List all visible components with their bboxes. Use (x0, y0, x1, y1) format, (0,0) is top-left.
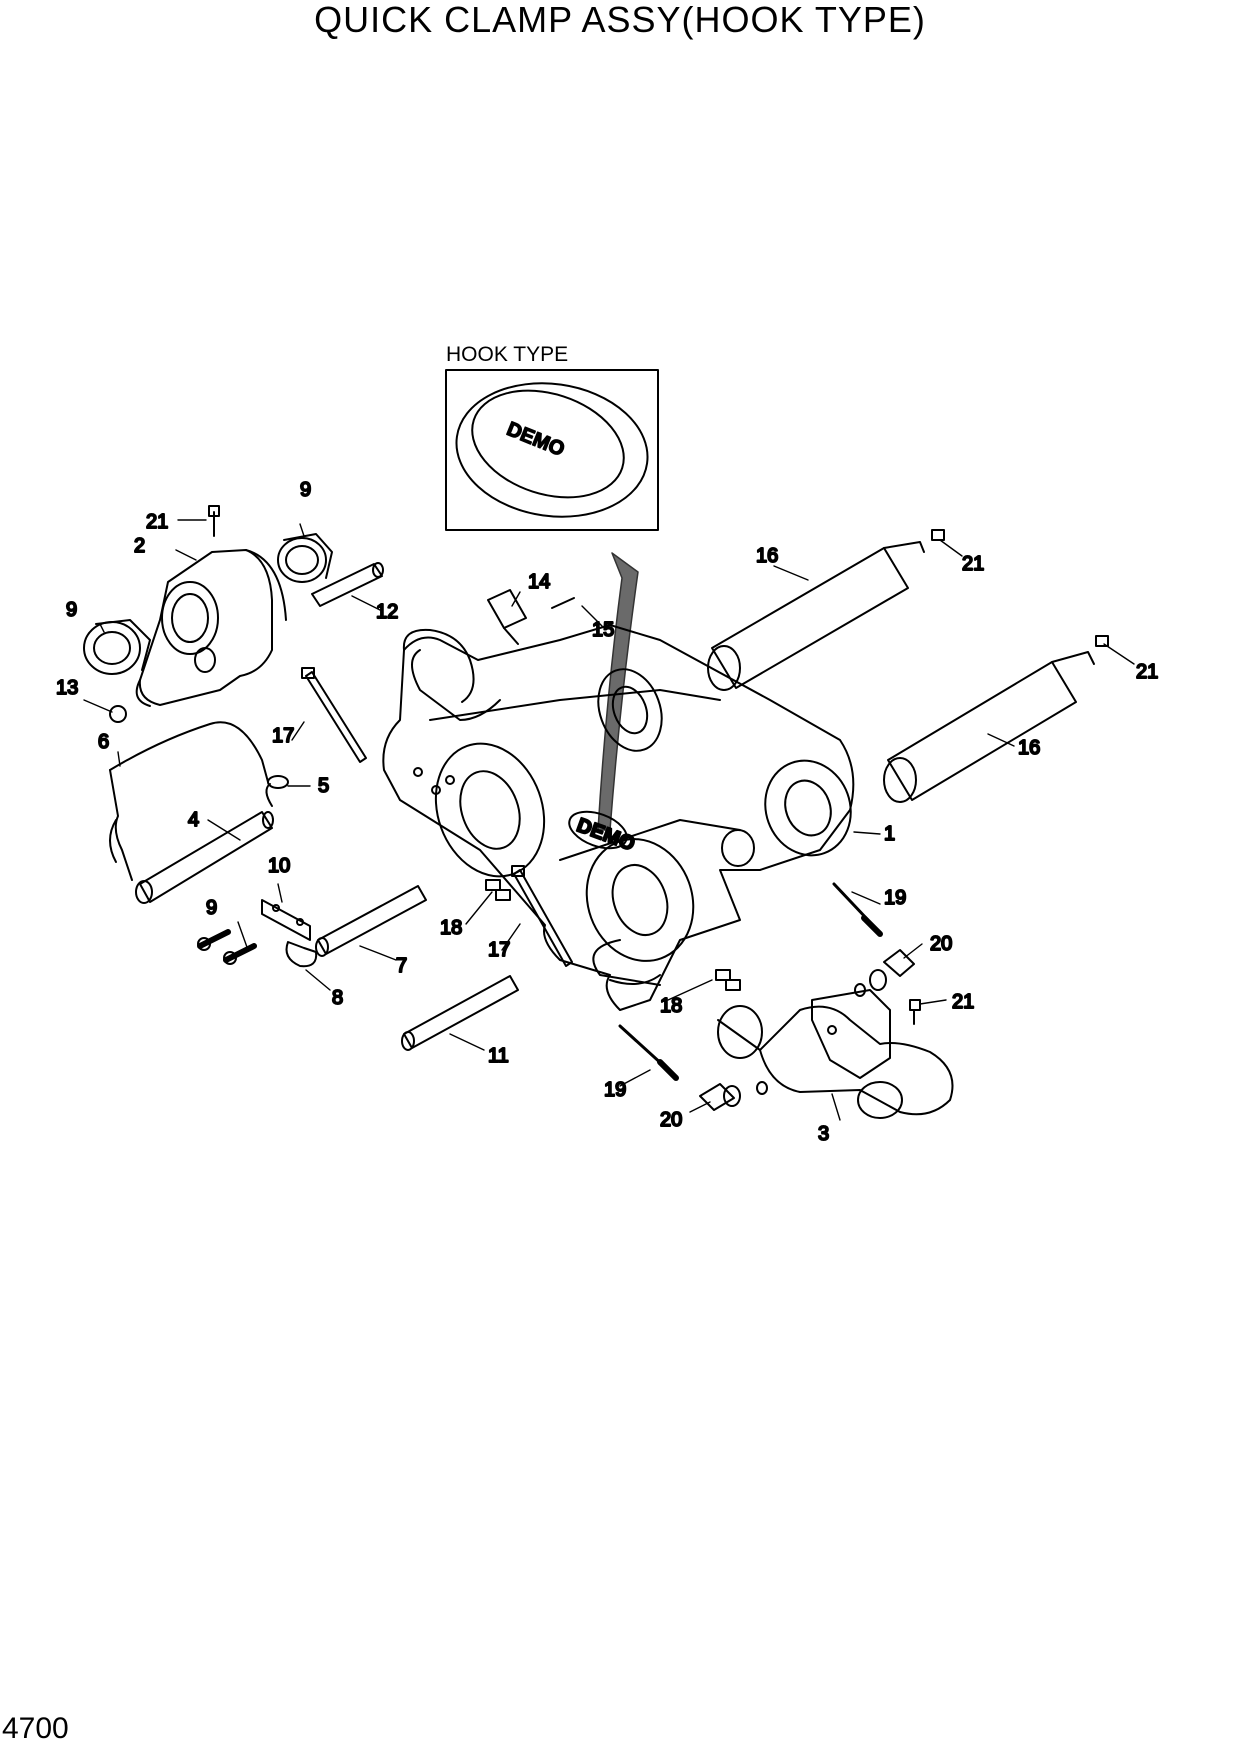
part-1-main-frame: DEMO (382, 624, 855, 1011)
callout-9-bolts: 9 (206, 897, 217, 919)
callout-20-left: 20 (660, 1109, 682, 1131)
part-7-pin (315, 885, 427, 957)
callout-1: 1 (884, 823, 895, 845)
callout-16-bottom: 16 (1018, 737, 1040, 759)
part-10-plate (261, 899, 311, 941)
callout-10: 10 (268, 855, 290, 877)
callout-18-left: 18 (440, 917, 462, 939)
part-9-bushings (83, 533, 333, 965)
part-15-pin (551, 597, 575, 609)
callout-4: 4 (188, 809, 199, 831)
callout-15: 15 (592, 619, 614, 641)
leader-lines (83, 519, 1135, 1121)
callout-21-bottom-rod: 21 (1136, 661, 1158, 683)
part-21-grease-nipples (208, 505, 1109, 1025)
part-20-elbows (699, 949, 915, 1111)
callout-21-cylinder: 21 (952, 991, 974, 1013)
callout-2: 2 (134, 535, 145, 557)
part-12-pin (311, 562, 384, 607)
part-3-cylinder (717, 989, 954, 1119)
part-17-bolts (301, 667, 573, 967)
part-4-pin (135, 811, 274, 904)
callout-arrow (597, 552, 639, 831)
part-14-bracket (487, 589, 527, 645)
callout-19-right: 19 (884, 887, 906, 909)
callout-11: 11 (488, 1045, 509, 1067)
callout-numbers: 1 2 3 4 5 6 7 8 9 9 9 10 11 12 13 14 15 … (55, 478, 1159, 1146)
inset-label: HOOK TYPE (446, 343, 569, 366)
part-18-nuts (485, 879, 741, 991)
callout-21-hook-block: 21 (146, 511, 168, 533)
callout-6: 6 (98, 731, 109, 753)
callout-18-right: 18 (660, 995, 682, 1017)
part-19-hoses (618, 882, 883, 1081)
part-8-collar (285, 941, 318, 968)
callout-9-right-bushing: 9 (300, 479, 311, 501)
callout-19-left: 19 (604, 1079, 626, 1101)
part-11-pin (401, 975, 519, 1051)
callout-21-top-rod: 21 (962, 553, 984, 575)
callout-9-left-bushing: 9 (66, 599, 77, 621)
part-2-hook-block (135, 549, 287, 707)
part-13-snap-ring (109, 705, 127, 723)
hook-type-inset: DEMO (445, 369, 659, 531)
callout-17-left: 17 (272, 725, 294, 747)
callout-5: 5 (318, 775, 329, 797)
callout-14: 14 (528, 571, 550, 593)
callout-12: 12 (376, 601, 398, 623)
callout-20-right: 20 (930, 933, 952, 955)
callout-17-right: 17 (488, 939, 510, 961)
callout-8: 8 (332, 987, 343, 1009)
inset-logo-text: DEMO (504, 418, 568, 461)
page-number: 4700 (2, 1712, 69, 1745)
callout-13: 13 (56, 677, 78, 699)
callout-16-top: 16 (756, 545, 778, 567)
part-5-ring-pin (265, 775, 289, 807)
page-title: QUICK CLAMP ASSY(HOOK TYPE) (314, 0, 926, 40)
callout-3: 3 (818, 1123, 829, 1145)
part-16-rods (707, 541, 1095, 803)
callout-7: 7 (396, 955, 407, 977)
part-6-wire (109, 721, 269, 881)
